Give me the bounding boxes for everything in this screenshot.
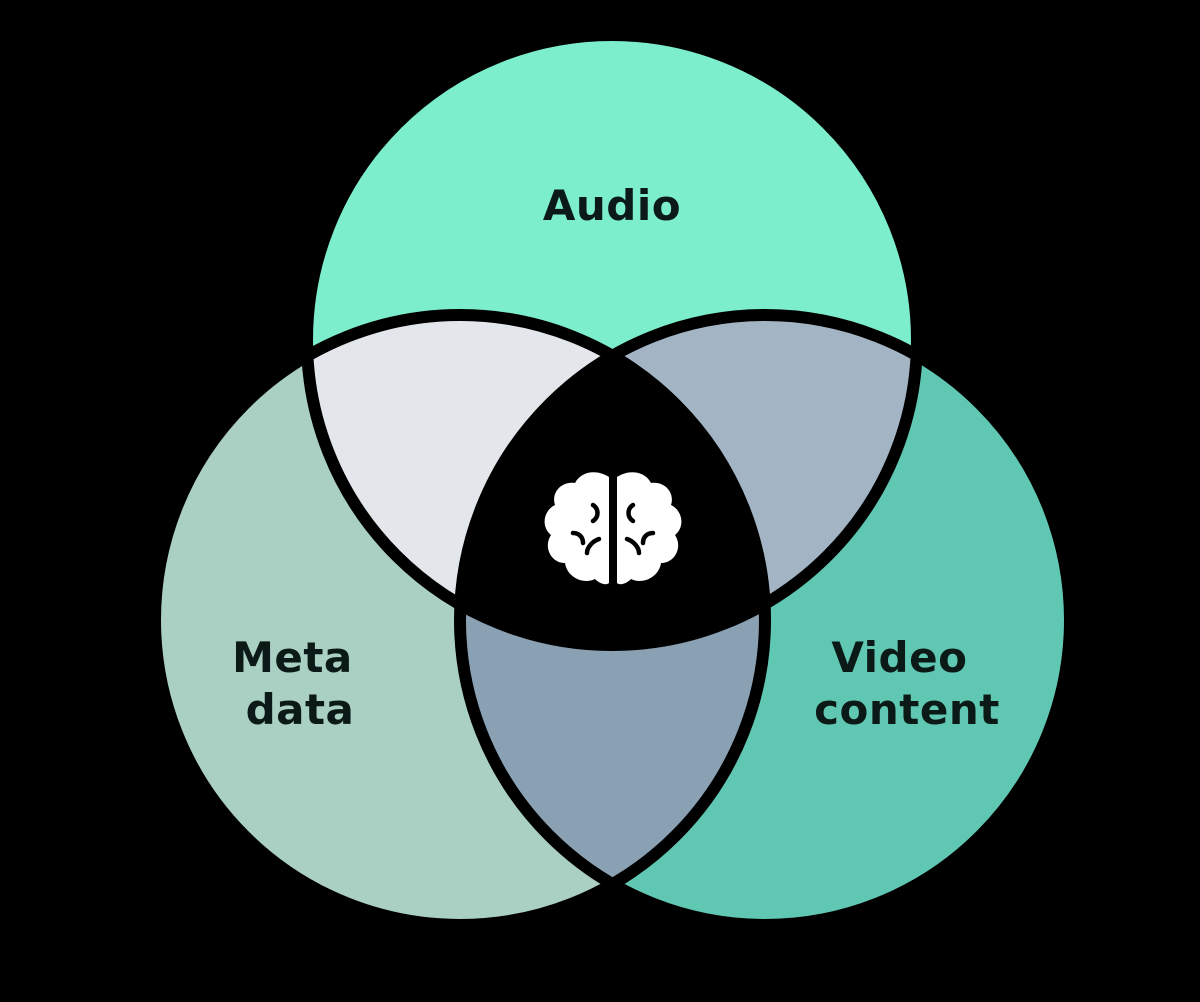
metadata-label-line-1: Meta (232, 633, 353, 682)
audio-label-line: Audio (543, 181, 681, 230)
video-label-line-2: content (814, 685, 1000, 734)
audio-label: Audio (543, 181, 681, 230)
center-overlap (460, 315, 765, 645)
video-label: Video content (814, 633, 1000, 734)
brain-icon (544, 472, 682, 585)
metadata-label-line-2: data (246, 685, 355, 734)
video-label-line-1: Video (831, 633, 967, 682)
metadata-label: Meta data (232, 633, 368, 734)
circle-outlines (149, 29, 1076, 931)
